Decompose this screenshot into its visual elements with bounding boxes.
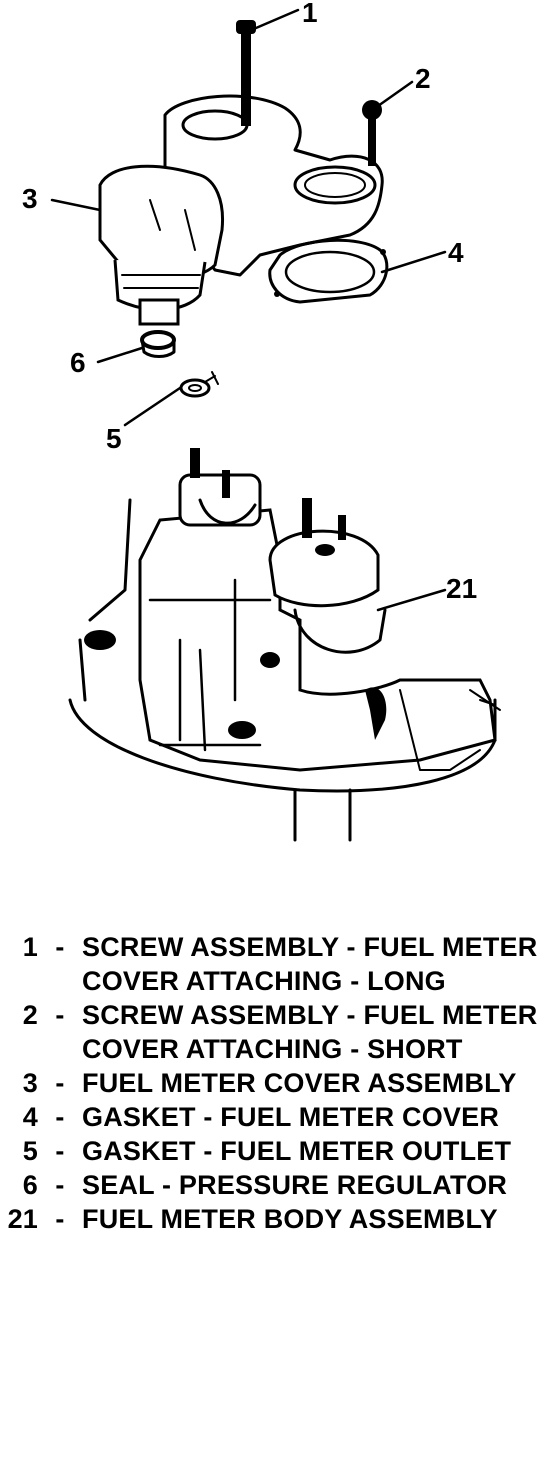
callout-5: 5	[106, 423, 122, 454]
gasket-cover	[268, 238, 389, 304]
legend-dash: -	[55, 1170, 65, 1200]
legend-item: 1 - SCREW ASSEMBLY - FUEL METER COVER AT…	[0, 930, 560, 998]
legend-number: 5	[22, 1136, 38, 1166]
legend-dash: -	[55, 1204, 65, 1234]
legend-number: 6	[22, 1170, 38, 1200]
legend-item: 5 - GASKET - FUEL METER OUTLET	[0, 1134, 560, 1168]
callout-6: 6	[70, 347, 86, 378]
legend-number: 21	[7, 1204, 38, 1234]
legend-text: SCREW ASSEMBLY - FUEL METER COVER ATTACH…	[82, 1000, 538, 1064]
legend-item: 3 - FUEL METER COVER ASSEMBLY	[0, 1066, 560, 1100]
legend-text: FUEL METER COVER ASSEMBLY	[82, 1068, 517, 1098]
legend-number: 1	[22, 932, 38, 962]
legend-item: 2 - SCREW ASSEMBLY - FUEL METER COVER AT…	[0, 998, 560, 1066]
legend-dash: -	[55, 1000, 65, 1030]
legend-item: 21 - FUEL METER BODY ASSEMBLY	[0, 1202, 560, 1236]
fuel-meter-cover	[98, 94, 384, 326]
legend-dash: -	[55, 932, 65, 962]
callout-2: 2	[415, 63, 431, 94]
legend-text: GASKET - FUEL METER COVER	[82, 1102, 500, 1132]
legend-item: 4 - GASKET - FUEL METER COVER	[0, 1100, 560, 1134]
screw-long	[236, 20, 256, 126]
callout-21: 21	[446, 573, 477, 604]
legend-dash: -	[55, 1068, 65, 1098]
callout-3: 3	[22, 183, 38, 214]
legend-number: 4	[22, 1102, 38, 1132]
legend-item: 6 - SEAL - PRESSURE REGULATOR	[0, 1168, 560, 1202]
parts-legend: 1 - SCREW ASSEMBLY - FUEL METER COVER AT…	[0, 930, 560, 1236]
screw-short	[362, 100, 382, 166]
legend-text: GASKET - FUEL METER OUTLET	[82, 1136, 512, 1166]
exploded-diagram: 1 2 3 4 5 6 21	[22, 0, 501, 842]
legend-dash: -	[55, 1136, 65, 1166]
legend-number: 2	[22, 1000, 38, 1030]
legend-text: SCREW ASSEMBLY - FUEL METER COVER ATTACH…	[82, 932, 538, 996]
callout-1: 1	[302, 0, 318, 28]
legend-dash: -	[55, 1102, 65, 1132]
leader-lines	[50, 8, 447, 612]
legend-text: FUEL METER BODY ASSEMBLY	[82, 1204, 498, 1234]
gasket-outlet	[179, 371, 219, 398]
legend-text: SEAL - PRESSURE REGULATOR	[82, 1170, 508, 1200]
seal-pressure-regulator	[140, 330, 176, 358]
fuel-meter-body	[68, 448, 501, 842]
legend-number: 3	[22, 1068, 38, 1098]
callout-4: 4	[448, 237, 464, 268]
